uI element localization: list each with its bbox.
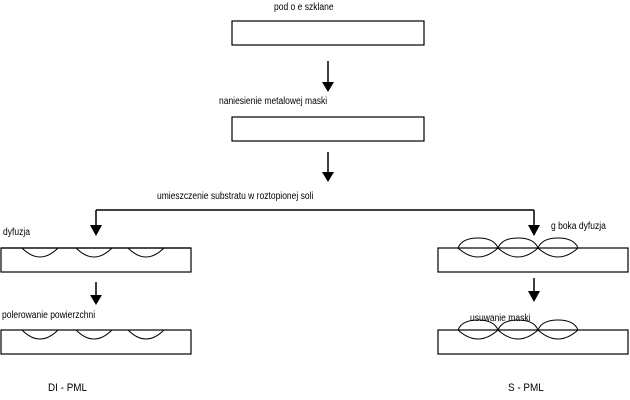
mask-box (231, 116, 425, 142)
left-polished-substrate (0, 329, 192, 355)
branch-split-line (90, 209, 540, 236)
label-substrate: pod o e szklane (274, 2, 334, 13)
arrow-right-diffusion-to-mask-removal (528, 278, 540, 302)
arrow-substrate-to-mask (322, 61, 334, 92)
label-immersion: umieszczenie substratu w roztopionej sol… (157, 191, 314, 202)
label-right-diffusion: g boka dyfuzja (551, 221, 606, 232)
label-left-result: DI - PML (48, 382, 88, 394)
label-left-polish: polerowanie powierzchni (2, 310, 96, 321)
right-deep-diffusion-substrate (437, 237, 629, 273)
arrow-left-diffusion-to-polish (90, 282, 102, 305)
label-mask: naniesienie metalowej maski (219, 96, 328, 107)
arrow-mask-to-immersion (322, 152, 334, 182)
substrate-box (231, 20, 425, 46)
left-diffusion-substrate (0, 247, 192, 273)
right-mask-removed-substrate (437, 319, 629, 355)
label-left-diffusion: dyfuzja (3, 227, 30, 238)
label-right-mask-removal: usuwanie maski (470, 313, 531, 324)
label-right-result: S - PML (508, 382, 544, 394)
